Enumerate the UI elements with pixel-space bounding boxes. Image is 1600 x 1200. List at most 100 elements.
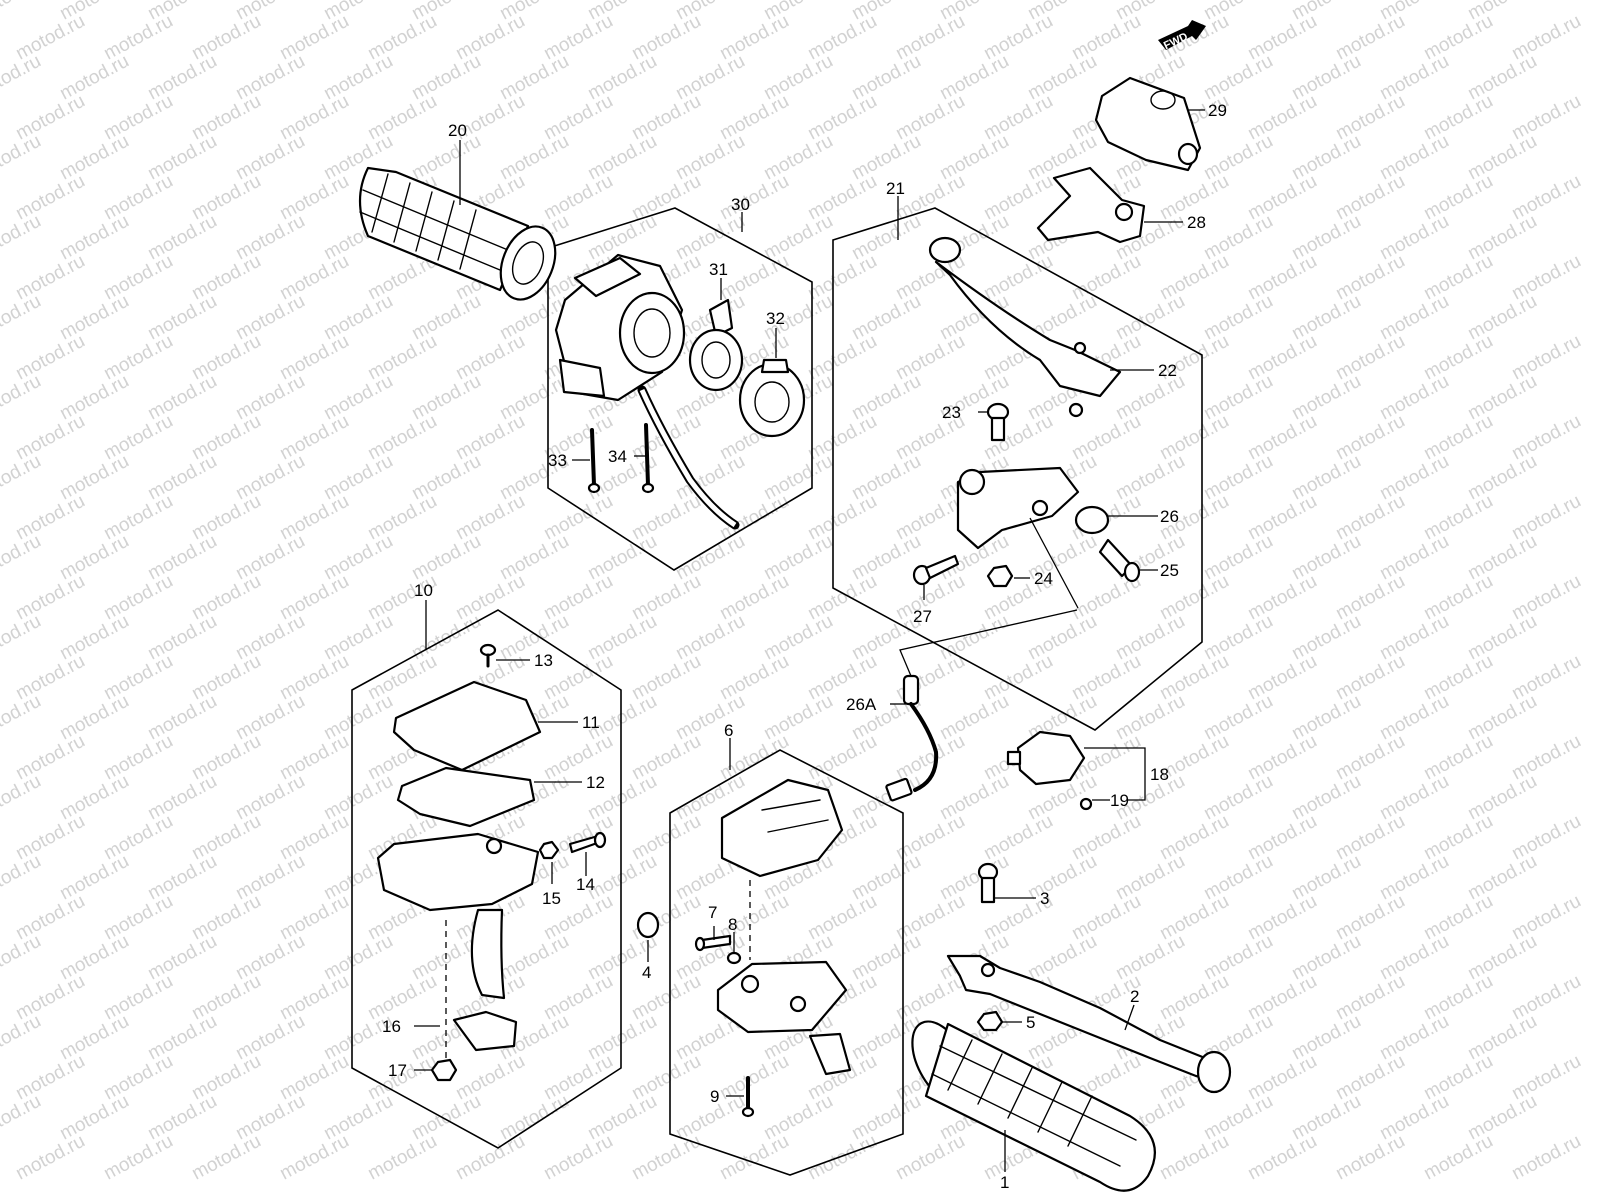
label-31: 31	[709, 260, 728, 279]
washer-8	[726, 951, 742, 965]
watermark-text: motod.ru	[100, 1131, 176, 1185]
label-34: 34	[608, 447, 627, 466]
label-20: 20	[448, 121, 467, 140]
watermark-text: motod.ru	[1244, 1131, 1320, 1185]
watermark-text: motod.ru	[0, 371, 45, 425]
label-26: 26	[1160, 507, 1179, 526]
label-3: 3	[1040, 889, 1049, 908]
watermark-text: motod.ru	[0, 691, 45, 745]
label-5: 5	[1026, 1013, 1035, 1032]
lever-22	[928, 236, 1122, 418]
watermark-text: motod.ru	[12, 1131, 88, 1185]
group-box-6	[669, 749, 904, 1176]
switch-18	[1006, 730, 1093, 811]
label-15: 15	[542, 889, 561, 908]
bolt-23	[986, 402, 1010, 442]
label-27: 27	[913, 607, 932, 626]
switch-housing-right	[554, 253, 740, 530]
watermark-text: motod.ru	[0, 91, 1, 145]
label-17: 17	[388, 1061, 407, 1080]
watermark-text: motod.ru	[0, 731, 1, 785]
cover-29	[1094, 76, 1202, 172]
watermark-text: motod.ru	[0, 851, 45, 905]
watermark-text: motod.ru	[0, 131, 45, 185]
label-4: 4	[642, 963, 651, 982]
label-30: 30	[731, 195, 750, 214]
label-24: 24	[1034, 569, 1053, 588]
label-2: 2	[1130, 987, 1139, 1006]
screw-7	[694, 934, 732, 952]
lever-2	[946, 954, 1232, 1094]
watermark-text: motod.ru	[1156, 1131, 1232, 1185]
leader-lines	[414, 109, 1205, 1172]
watermark-text: motod.ru	[0, 891, 1, 945]
group-box-10	[351, 609, 622, 1149]
watermark-text: motod.ru	[452, 1131, 528, 1185]
label-6: 6	[724, 721, 733, 740]
bracket-28	[1036, 166, 1146, 244]
watermark-text: motod.ru	[892, 1131, 968, 1185]
watermark-text: motod.ru	[0, 611, 45, 665]
watermark-text: motod.ru	[540, 1131, 616, 1185]
label-19: 19	[1110, 791, 1129, 810]
watermark-text: motod.ru	[276, 1131, 352, 1185]
watermark-text: motod.ru	[0, 1051, 1, 1105]
label-23: 23	[942, 403, 961, 422]
watermark-text: motod.ru	[0, 971, 1, 1025]
watermark-text: motod.ru	[1420, 1131, 1496, 1185]
label-22: 22	[1158, 361, 1177, 380]
label-33: 33	[548, 451, 567, 470]
label-25: 25	[1160, 561, 1179, 580]
nut-15	[538, 840, 560, 860]
screw-9	[741, 1076, 755, 1118]
bolt-25	[1098, 538, 1141, 583]
label-28: 28	[1187, 213, 1206, 232]
cover-11	[392, 680, 542, 772]
watermark-text: motod.ru	[628, 1131, 704, 1185]
watermark-text: motod.ru	[0, 571, 1, 625]
watermark-text: motod.ru	[1332, 1131, 1408, 1185]
watermark-text: motod.ru	[0, 1011, 45, 1065]
watermark-text: motod.ru	[0, 931, 45, 985]
label-32: 32	[766, 309, 785, 328]
watermark-text: motod.ru	[0, 1131, 1, 1185]
screw-33	[587, 428, 601, 494]
watermark-text: motod.ru	[0, 811, 1, 865]
nut-24	[986, 564, 1014, 588]
grip-left	[358, 166, 557, 301]
bolt-3	[977, 862, 999, 904]
label-11: 11	[582, 713, 600, 732]
throttle-part-31	[688, 298, 744, 392]
part-numbers: 20 30 31 32 33 34 21 29 28 22 23 26 25 2…	[382, 101, 1227, 1192]
watermark-text: motod.ru	[0, 0, 45, 24]
label-9: 9	[710, 1087, 719, 1106]
label-10: 10	[414, 581, 433, 600]
throttle-cap-32	[738, 358, 806, 438]
screw-14	[568, 831, 607, 854]
watermark-text: motod.ru	[0, 171, 1, 225]
group-box-30	[547, 207, 813, 571]
watermark-text: motod.ru	[804, 1131, 880, 1185]
watermark-text: motod.ru	[188, 1131, 264, 1185]
watermark-text: motod.ru	[0, 11, 1, 65]
ring-4	[636, 911, 660, 939]
watermark-text: motod.ru	[0, 211, 45, 265]
watermark-text: motod.ru	[0, 251, 1, 305]
label-18: 18	[1150, 765, 1169, 784]
nut-5	[976, 1010, 1004, 1032]
gasket-12	[396, 766, 536, 828]
housing-6	[716, 960, 852, 1076]
label-21: 21	[886, 179, 905, 198]
label-1: 1	[1000, 1173, 1009, 1192]
label-29: 29	[1208, 101, 1227, 120]
label-8: 8	[728, 915, 737, 934]
label-14: 14	[576, 875, 595, 894]
watermark-text: motod.ru	[0, 651, 1, 705]
bolt-27	[912, 554, 960, 586]
screw-34	[641, 423, 655, 494]
perch-group-21	[956, 466, 1110, 550]
label-16: 16	[382, 1017, 401, 1036]
label-13: 13	[534, 651, 553, 670]
wire-26a-link	[1029, 517, 1079, 609]
